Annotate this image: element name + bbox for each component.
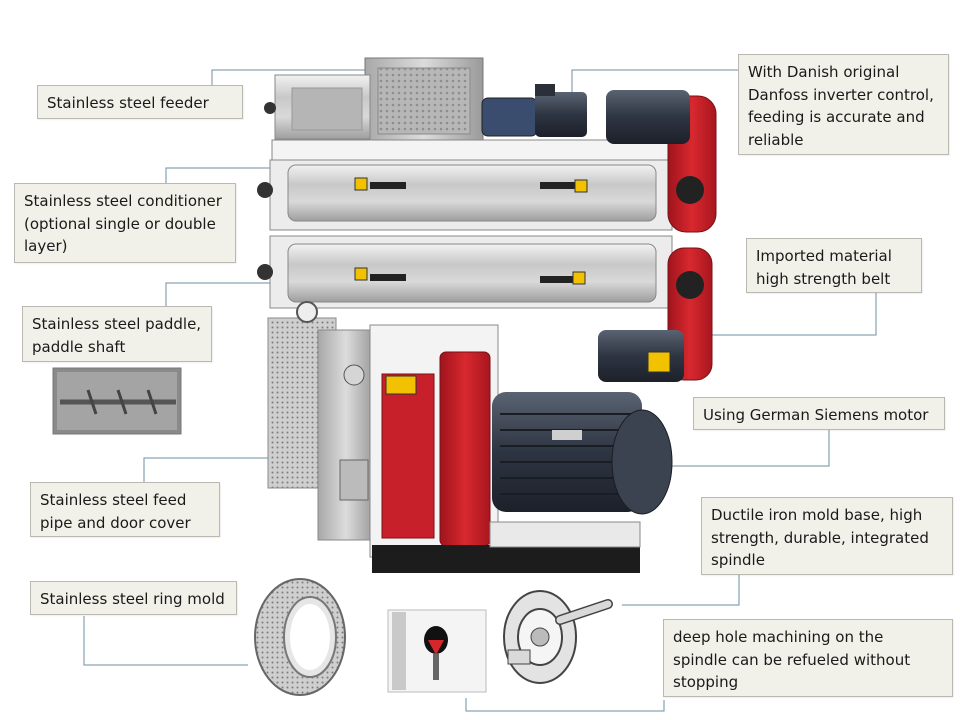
label-spindle: deep hole machining on the spindle can b… <box>663 619 953 697</box>
label-conditioner-line: Stainless steel conditioner <box>24 192 222 210</box>
leader-danfoss <box>571 69 738 92</box>
label-mold-base: Ductile iron mold base, high strength, d… <box>701 497 953 575</box>
label-siemens: Using German Siemens motor <box>693 397 945 430</box>
label-feed-pipe-line: pipe and door cover <box>40 513 191 532</box>
leader-ring-mold <box>83 616 248 666</box>
label-mold-base-line: Ductile iron mold base, high <box>711 506 923 524</box>
ring-mold-photo <box>254 578 346 696</box>
leader-lines <box>83 69 877 712</box>
label-paddle-line: Stainless steel paddle, <box>32 315 202 333</box>
label-paddle-line: paddle shaft <box>32 337 126 356</box>
main-frame <box>267 301 641 573</box>
leader-belt <box>705 293 877 336</box>
label-mold-base-line: spindle <box>711 551 765 569</box>
leader-spindle <box>465 698 665 712</box>
label-ring-mold-line: Stainless steel ring mold <box>40 590 225 608</box>
label-mold-base-line: strength, durable, integrated <box>711 528 929 547</box>
label-belt-line: Imported material <box>756 247 892 265</box>
main-motor <box>492 392 673 515</box>
label-conditioner: Stainless steel conditioner (optional si… <box>14 183 236 263</box>
label-feed-pipe: Stainless steel feed pipe and door cover <box>30 482 220 537</box>
label-spindle-line: deep hole machining on the <box>673 628 884 646</box>
label-danfoss-line: feeding is accurate and <box>748 108 925 126</box>
label-spindle-line: spindle can be refueled without <box>673 650 911 669</box>
leader-conditioner <box>165 167 300 183</box>
label-feeder-line: Stainless steel feeder <box>47 94 209 112</box>
label-feed-pipe-line: Stainless steel feed <box>40 491 187 509</box>
label-feeder: Stainless steel feeder <box>37 85 243 119</box>
spindle-drawing <box>503 590 613 684</box>
leader-paddle <box>165 282 290 306</box>
leader-feed-pipe <box>143 457 320 482</box>
paddle-shaft-photo <box>52 367 182 435</box>
leader-mold-base <box>622 575 740 606</box>
leader-feeder <box>211 69 370 85</box>
label-paddle: Stainless steel paddle, paddle shaft <box>22 306 212 362</box>
label-conditioner-line: (optional single or double <box>24 214 216 233</box>
conditioner-top <box>257 139 673 231</box>
conditioner-bottom <box>257 235 673 309</box>
label-danfoss-line: Danfoss inverter control, <box>748 85 934 104</box>
label-siemens-line: Using German Siemens motor <box>703 406 929 424</box>
belt-drives <box>598 90 717 382</box>
label-conditioner-line: layer) <box>24 237 68 255</box>
feeder-assembly <box>264 57 587 141</box>
label-danfoss-line: reliable <box>748 130 804 149</box>
label-ring-mold: Stainless steel ring mold <box>30 581 237 615</box>
label-belt: Imported material high strength belt <box>746 238 922 293</box>
label-danfoss-line: With Danish original <box>748 63 900 81</box>
label-danfoss: With Danish original Danfoss inverter co… <box>738 54 949 155</box>
label-belt-line: high strength belt <box>756 269 891 288</box>
label-spindle-line: stopping <box>673 673 739 691</box>
grease-valve-photo <box>387 609 487 693</box>
leader-siemens <box>672 430 830 467</box>
